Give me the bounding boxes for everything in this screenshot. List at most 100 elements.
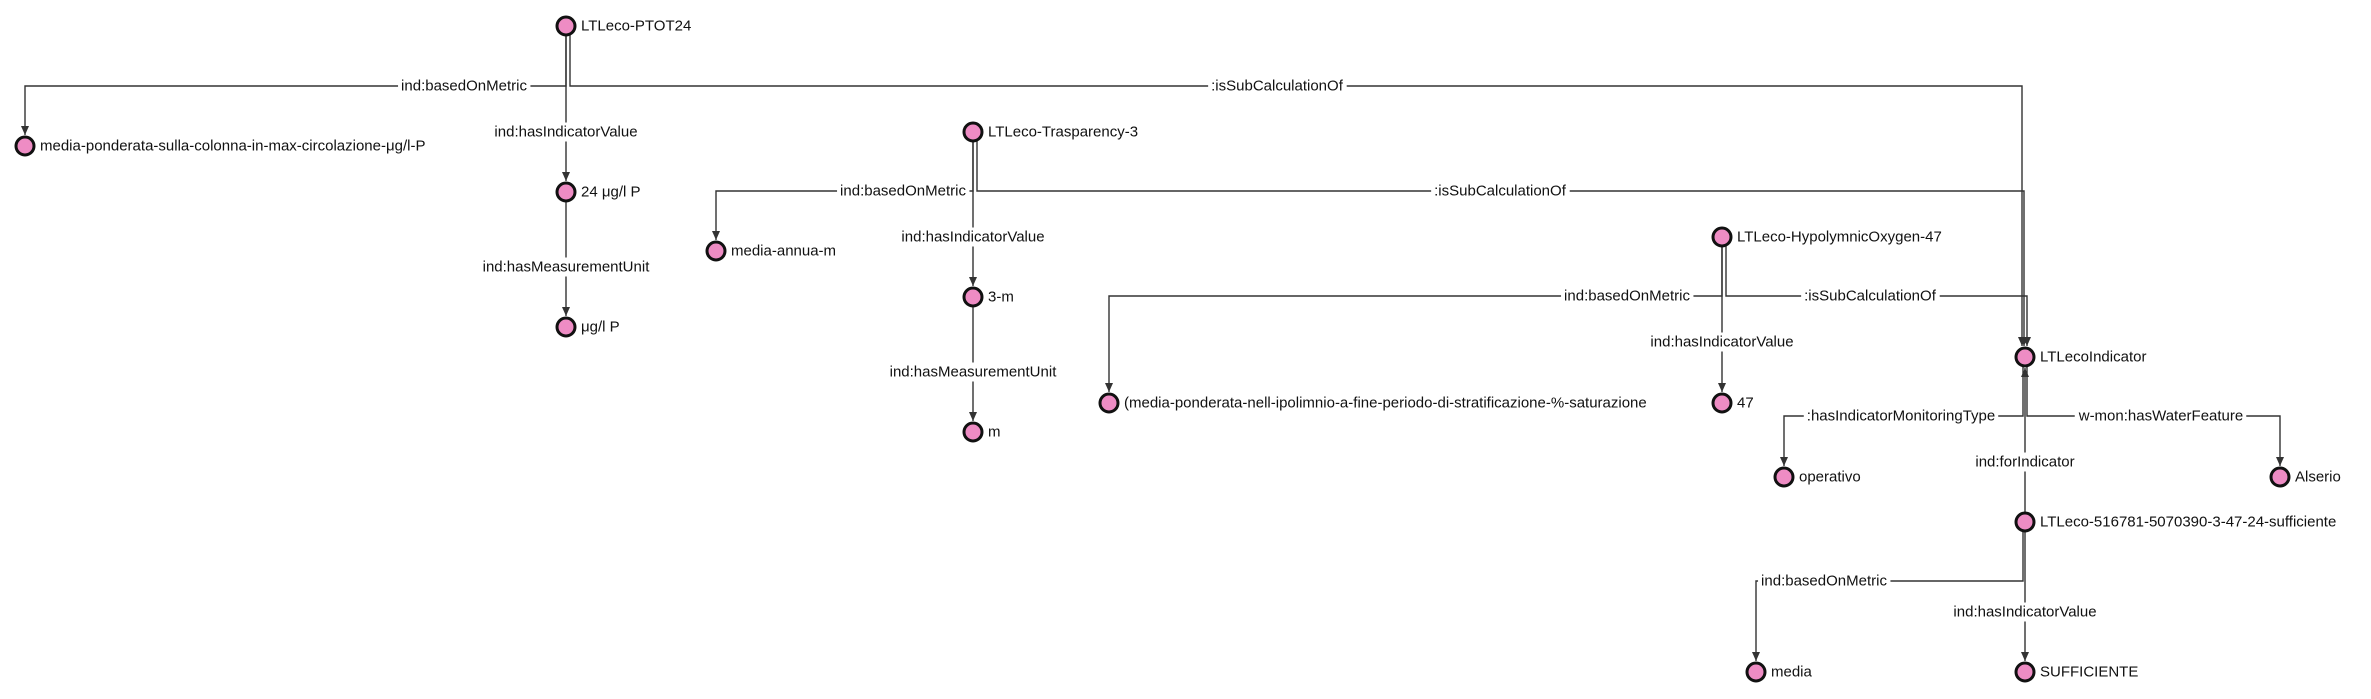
edge-label-background: [1758, 571, 1891, 591]
node-trasp[interactable]: LTLeco-Trasparency-3: [962, 121, 1138, 143]
node-label: LTLecoIndicator: [2040, 349, 2146, 366]
node-circle[interactable]: [555, 15, 577, 37]
edge-label-background: [1561, 286, 1694, 306]
node-val24[interactable]: 24 μg/l P: [555, 181, 641, 203]
edge-label-background: [2074, 406, 2247, 426]
edge-label-text: ind:hasIndicatorValue: [901, 229, 1044, 246]
edge-label-ptot24-to-metric_ptot: ind:basedOnMetric: [398, 76, 531, 96]
node-label: 47: [1737, 395, 1754, 412]
edge-label-text: ind:basedOnMetric: [401, 78, 527, 95]
edge-label-hypo-to-val47: ind:hasIndicatorValue: [1647, 332, 1797, 352]
edge-labels-layer: ind:basedOnMetric ind:hasIndicatorValue in…: [398, 76, 2247, 622]
edge-label-hypo-to-metric_hypo: ind:basedOnMetric: [1561, 286, 1694, 306]
node-label: (media-ponderata-nell-ipolimnio-a-fine-p…: [1124, 395, 1647, 412]
node-unit_p[interactable]: μg/l P: [555, 316, 620, 338]
edge-label-background: [1950, 602, 2100, 622]
edge-label-trasp-to-val3m: ind:hasIndicatorValue: [898, 227, 1048, 247]
edge-label-text: :isSubCalculationOf: [1434, 183, 1567, 200]
node-unit_m[interactable]: m: [962, 421, 1001, 443]
edge-label-text: ind:hasMeasurementUnit: [483, 259, 651, 276]
edge-label-background: [1801, 286, 1940, 306]
node-ptot24[interactable]: LTLeco-PTOT24: [555, 15, 691, 37]
node-circle[interactable]: [2269, 466, 2291, 488]
node-alserio[interactable]: Alserio: [2269, 466, 2341, 488]
node-label: SUFFICIENTE: [2040, 664, 2138, 681]
edge-hypo-to-metric_hypo: [1105, 246, 1723, 392]
node-circle[interactable]: [14, 135, 36, 157]
edge-label-suff-to-media: ind:basedOnMetric: [1758, 571, 1891, 591]
node-circle[interactable]: [555, 316, 577, 338]
edge-label-text: w-mon:hasWaterFeature: [2078, 408, 2244, 425]
node-label: 24 μg/l P: [581, 184, 641, 201]
node-label: media-ponderata-sulla-colonna-in-max-cir…: [40, 138, 425, 155]
node-label: Alserio: [2295, 469, 2341, 486]
node-label: LTLeco-PTOT24: [581, 18, 691, 35]
edge-label-ltleco-to-alserio: w-mon:hasWaterFeature: [2074, 406, 2247, 426]
node-circle[interactable]: [555, 181, 577, 203]
edge-label-background: [479, 257, 654, 277]
edge-label-background: [1647, 332, 1797, 352]
node-circle[interactable]: [1773, 466, 1795, 488]
edge-label-val3m-to-unit_m: ind:hasMeasurementUnit: [886, 362, 1061, 382]
node-circle[interactable]: [1098, 392, 1120, 414]
edge-label-background: [898, 227, 1048, 247]
node-val47[interactable]: 47: [1711, 392, 1754, 414]
edge-label-text: :hasIndicatorMonitoringType: [1807, 408, 1995, 425]
edge-label-ltleco-to-operativo: :hasIndicatorMonitoringType: [1803, 406, 1999, 426]
edge-label-suff-to-sufficiente: ind:hasIndicatorValue: [1950, 602, 2100, 622]
node-metric_trasp[interactable]: media-annua-m: [705, 240, 836, 262]
edge-label-text: ind:basedOnMetric: [1761, 573, 1887, 590]
edge-label-ptot24-to-ltleco: :isSubCalculationOf: [1208, 76, 1347, 96]
node-hypo[interactable]: LTLeco-HypolymnicOxygen-47: [1711, 226, 1942, 248]
edge-label-text: ind:forIndicator: [1975, 454, 2074, 471]
node-circle[interactable]: [2014, 511, 2036, 533]
node-circle[interactable]: [705, 240, 727, 262]
edge-label-background: [398, 76, 531, 96]
node-sufficiente[interactable]: SUFFICIENTE: [2014, 661, 2138, 683]
node-label: LTLeco-Trasparency-3: [988, 124, 1138, 141]
node-circle[interactable]: [962, 121, 984, 143]
node-media[interactable]: media: [1745, 661, 1813, 683]
edge-label-background: [1431, 181, 1570, 201]
node-label: μg/l P: [581, 319, 620, 336]
edge-label-text: ind:basedOnMetric: [840, 183, 966, 200]
edge-label-background: [1803, 406, 1999, 426]
node-operativo[interactable]: operativo: [1773, 466, 1861, 488]
edge-label-text: :isSubCalculationOf: [1804, 288, 1937, 305]
node-metric_hypo[interactable]: (media-ponderata-nell-ipolimnio-a-fine-p…: [1098, 392, 1647, 414]
edge-label-val24-to-unit_p: ind:hasMeasurementUnit: [479, 257, 654, 277]
node-circle[interactable]: [1711, 392, 1733, 414]
edge-label-text: :isSubCalculationOf: [1211, 78, 1344, 95]
node-circle[interactable]: [1711, 226, 1733, 248]
node-val3m[interactable]: 3-m: [962, 286, 1014, 308]
edge-label-hypo-to-ltleco: :isSubCalculationOf: [1801, 286, 1940, 306]
edge-label-background: [1208, 76, 1347, 96]
node-label: LTLeco-516781-5070390-3-47-24-sufficient…: [2040, 514, 2336, 531]
node-circle[interactable]: [2014, 346, 2036, 368]
edge-label-suff-to-ltleco: ind:forIndicator: [1972, 452, 2078, 472]
node-circle[interactable]: [2014, 661, 2036, 683]
edge-label-background: [886, 362, 1061, 382]
edge-label-text: ind:hasIndicatorValue: [1953, 604, 2096, 621]
node-ltleco[interactable]: LTLecoIndicator: [2014, 346, 2146, 368]
edge-label-background: [491, 122, 641, 142]
edge-label-text: ind:basedOnMetric: [1564, 288, 1690, 305]
edges-layer: [21, 35, 2284, 661]
node-label: m: [988, 424, 1001, 441]
edge-label-text: ind:hasMeasurementUnit: [890, 364, 1058, 381]
edge-label-trasp-to-metric_trasp: ind:basedOnMetric: [837, 181, 970, 201]
node-suff[interactable]: LTLeco-516781-5070390-3-47-24-sufficient…: [2014, 511, 2336, 533]
edge-label-trasp-to-ltleco: :isSubCalculationOf: [1431, 181, 1570, 201]
node-metric_ptot[interactable]: media-ponderata-sulla-colonna-in-max-cir…: [14, 135, 425, 157]
node-label: media-annua-m: [731, 243, 836, 260]
node-circle[interactable]: [962, 286, 984, 308]
node-label: 3-m: [988, 289, 1014, 306]
edge-suff-to-media: [1752, 531, 2024, 661]
edge-label-text: ind:hasIndicatorValue: [494, 124, 637, 141]
edge-label-background: [837, 181, 970, 201]
node-circle[interactable]: [962, 421, 984, 443]
edge-label-text: ind:hasIndicatorValue: [1650, 334, 1793, 351]
node-label: LTLeco-HypolymnicOxygen-47: [1737, 229, 1942, 246]
node-circle[interactable]: [1745, 661, 1767, 683]
